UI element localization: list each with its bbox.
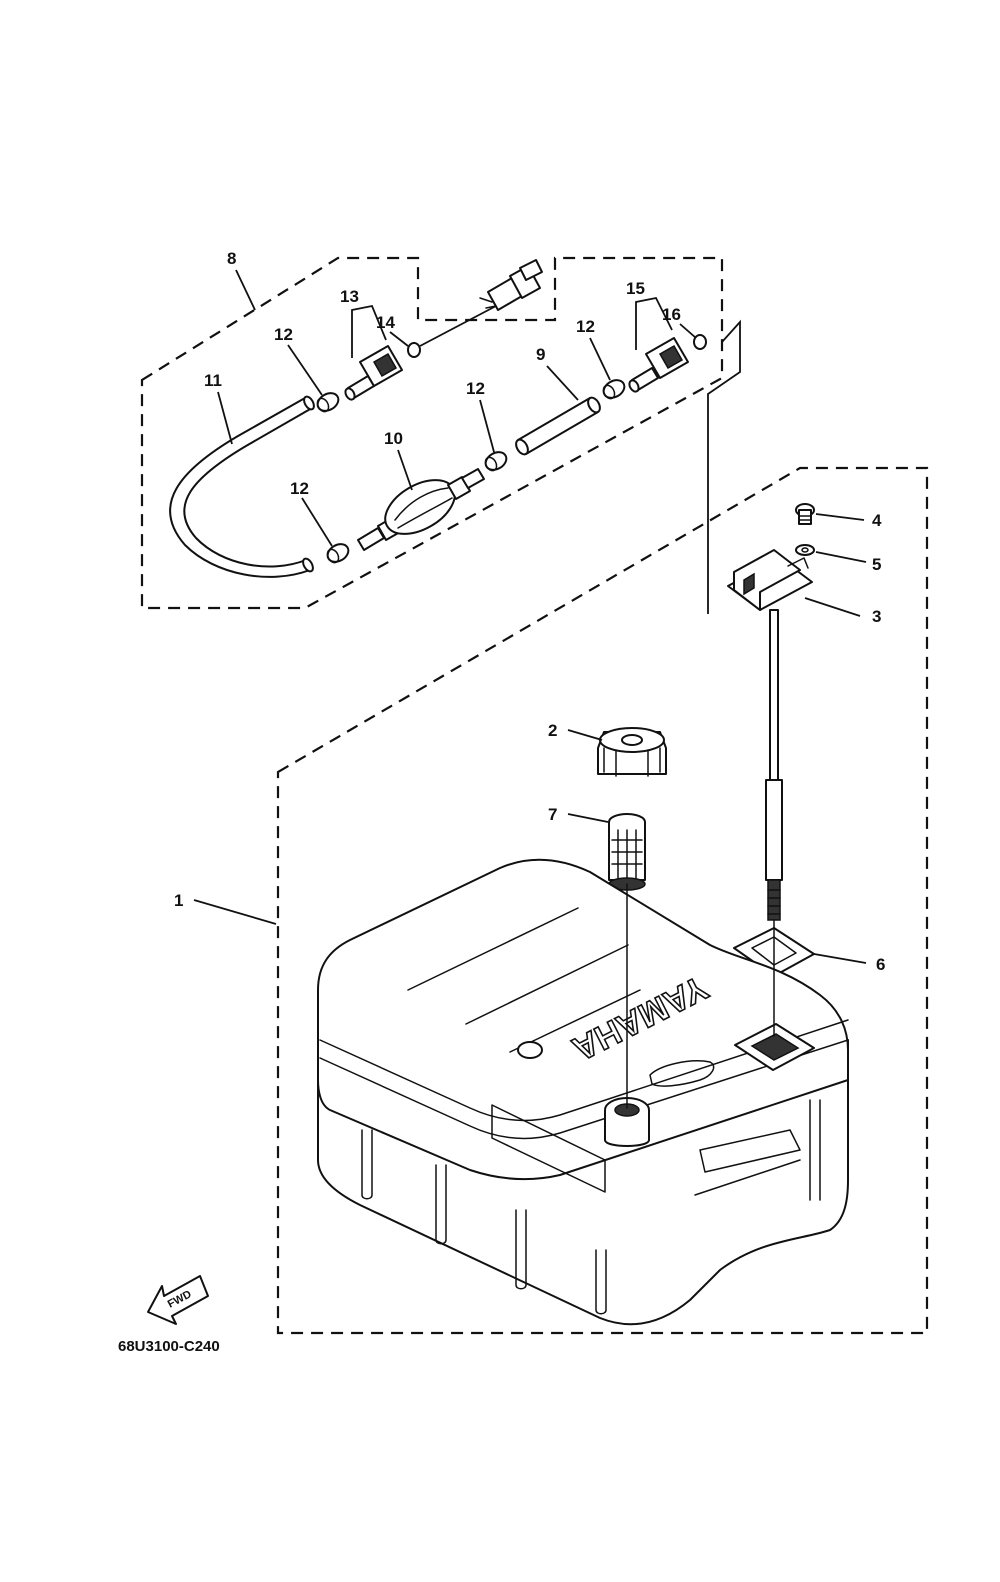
callout-4: 4 bbox=[872, 511, 882, 530]
forward-direction-arrow: FWD bbox=[147, 1275, 209, 1325]
callout-7: 7 bbox=[548, 805, 557, 824]
callout-12a: 12 bbox=[274, 325, 293, 344]
leader-11 bbox=[217, 391, 233, 445]
leader-1 bbox=[193, 899, 277, 925]
o-ring-right bbox=[693, 334, 707, 350]
callout-11: 11 bbox=[204, 371, 222, 390]
diagram-code: 68U3100-C240 bbox=[118, 1338, 220, 1355]
hose-clamp-upper-right bbox=[602, 379, 626, 400]
connector-leader-line bbox=[419, 305, 497, 347]
leader-2 bbox=[567, 729, 603, 741]
leader-8 bbox=[235, 269, 256, 311]
primer-bulb bbox=[357, 468, 485, 551]
gauge-screw bbox=[795, 503, 815, 525]
fuel-tank-cap bbox=[597, 727, 667, 777]
fuel-connector-right bbox=[628, 337, 689, 393]
tank-assembly-boundary bbox=[276, 466, 929, 1335]
leader-14 bbox=[389, 331, 409, 347]
o-ring-left bbox=[407, 342, 421, 358]
leader-12c bbox=[479, 399, 495, 453]
hose-clamp-upper-left bbox=[316, 392, 340, 413]
hose-clamp-lower-left bbox=[326, 543, 350, 564]
leader-12b bbox=[301, 497, 333, 547]
fuel-line-assembly-boundary bbox=[140, 256, 724, 610]
leader-13 bbox=[351, 304, 387, 358]
callout-5: 5 bbox=[872, 555, 881, 574]
leader-10 bbox=[397, 449, 413, 491]
fuel-gauge-assembly bbox=[727, 549, 813, 921]
leader-6 bbox=[813, 953, 867, 964]
leader-3 bbox=[804, 597, 861, 617]
fuel-hose-short bbox=[515, 396, 601, 456]
fuel-hose-long bbox=[169, 395, 315, 578]
leader-12a bbox=[287, 344, 323, 396]
callout-1: 1 bbox=[174, 891, 183, 910]
leader-15 bbox=[635, 296, 673, 350]
callout-15: 15 bbox=[626, 279, 645, 298]
fuel-connector-left bbox=[344, 345, 403, 401]
assembly-connector-leader bbox=[707, 319, 741, 614]
hose-clamp-middle bbox=[484, 451, 508, 472]
engine-side-connector bbox=[479, 259, 543, 311]
callout-12c: 12 bbox=[466, 379, 485, 398]
fuel-strainer bbox=[608, 813, 646, 891]
leader-12d bbox=[589, 337, 611, 381]
gauge-washer bbox=[795, 544, 815, 556]
leader-9 bbox=[546, 365, 579, 401]
callout-2: 2 bbox=[548, 721, 557, 740]
leader-7 bbox=[567, 813, 609, 823]
leader-5 bbox=[815, 551, 867, 563]
callout-13: 13 bbox=[340, 287, 359, 306]
callout-14: 14 bbox=[376, 313, 395, 332]
fuel-tank bbox=[317, 858, 849, 1326]
leader-16 bbox=[679, 323, 697, 339]
callout-3: 3 bbox=[872, 607, 881, 626]
callout-6: 6 bbox=[876, 955, 885, 974]
callout-9: 9 bbox=[536, 345, 545, 364]
callout-12b: 12 bbox=[290, 479, 309, 498]
callout-10: 10 bbox=[384, 429, 403, 448]
callout-12d: 12 bbox=[576, 317, 595, 336]
callout-8: 8 bbox=[227, 249, 236, 268]
leader-4 bbox=[815, 513, 865, 521]
callout-16: 16 bbox=[662, 305, 681, 324]
